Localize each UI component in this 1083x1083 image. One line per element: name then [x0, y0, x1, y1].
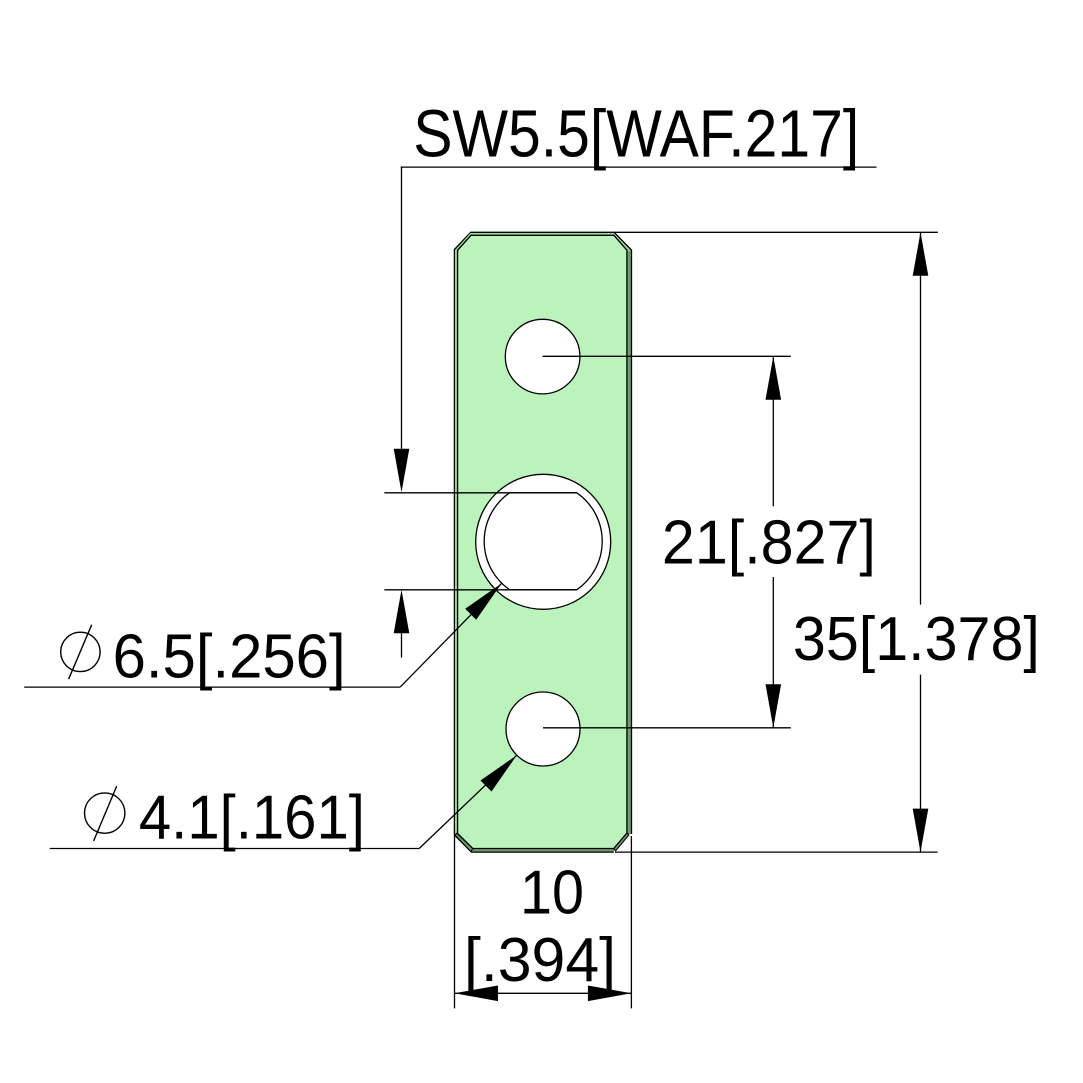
svg-text:[.394]: [.394]: [464, 926, 616, 995]
svg-text:SW5.5[WAF.217]: SW5.5[WAF.217]: [413, 97, 859, 172]
svg-text:35[1.378]: 35[1.378]: [793, 605, 1040, 674]
svg-text:21[.827]: 21[.827]: [662, 509, 876, 578]
svg-text:6.5[.256]: 6.5[.256]: [113, 623, 346, 692]
svg-text:4.1[.161]: 4.1[.161]: [139, 784, 365, 853]
svg-text:10: 10: [520, 859, 584, 928]
